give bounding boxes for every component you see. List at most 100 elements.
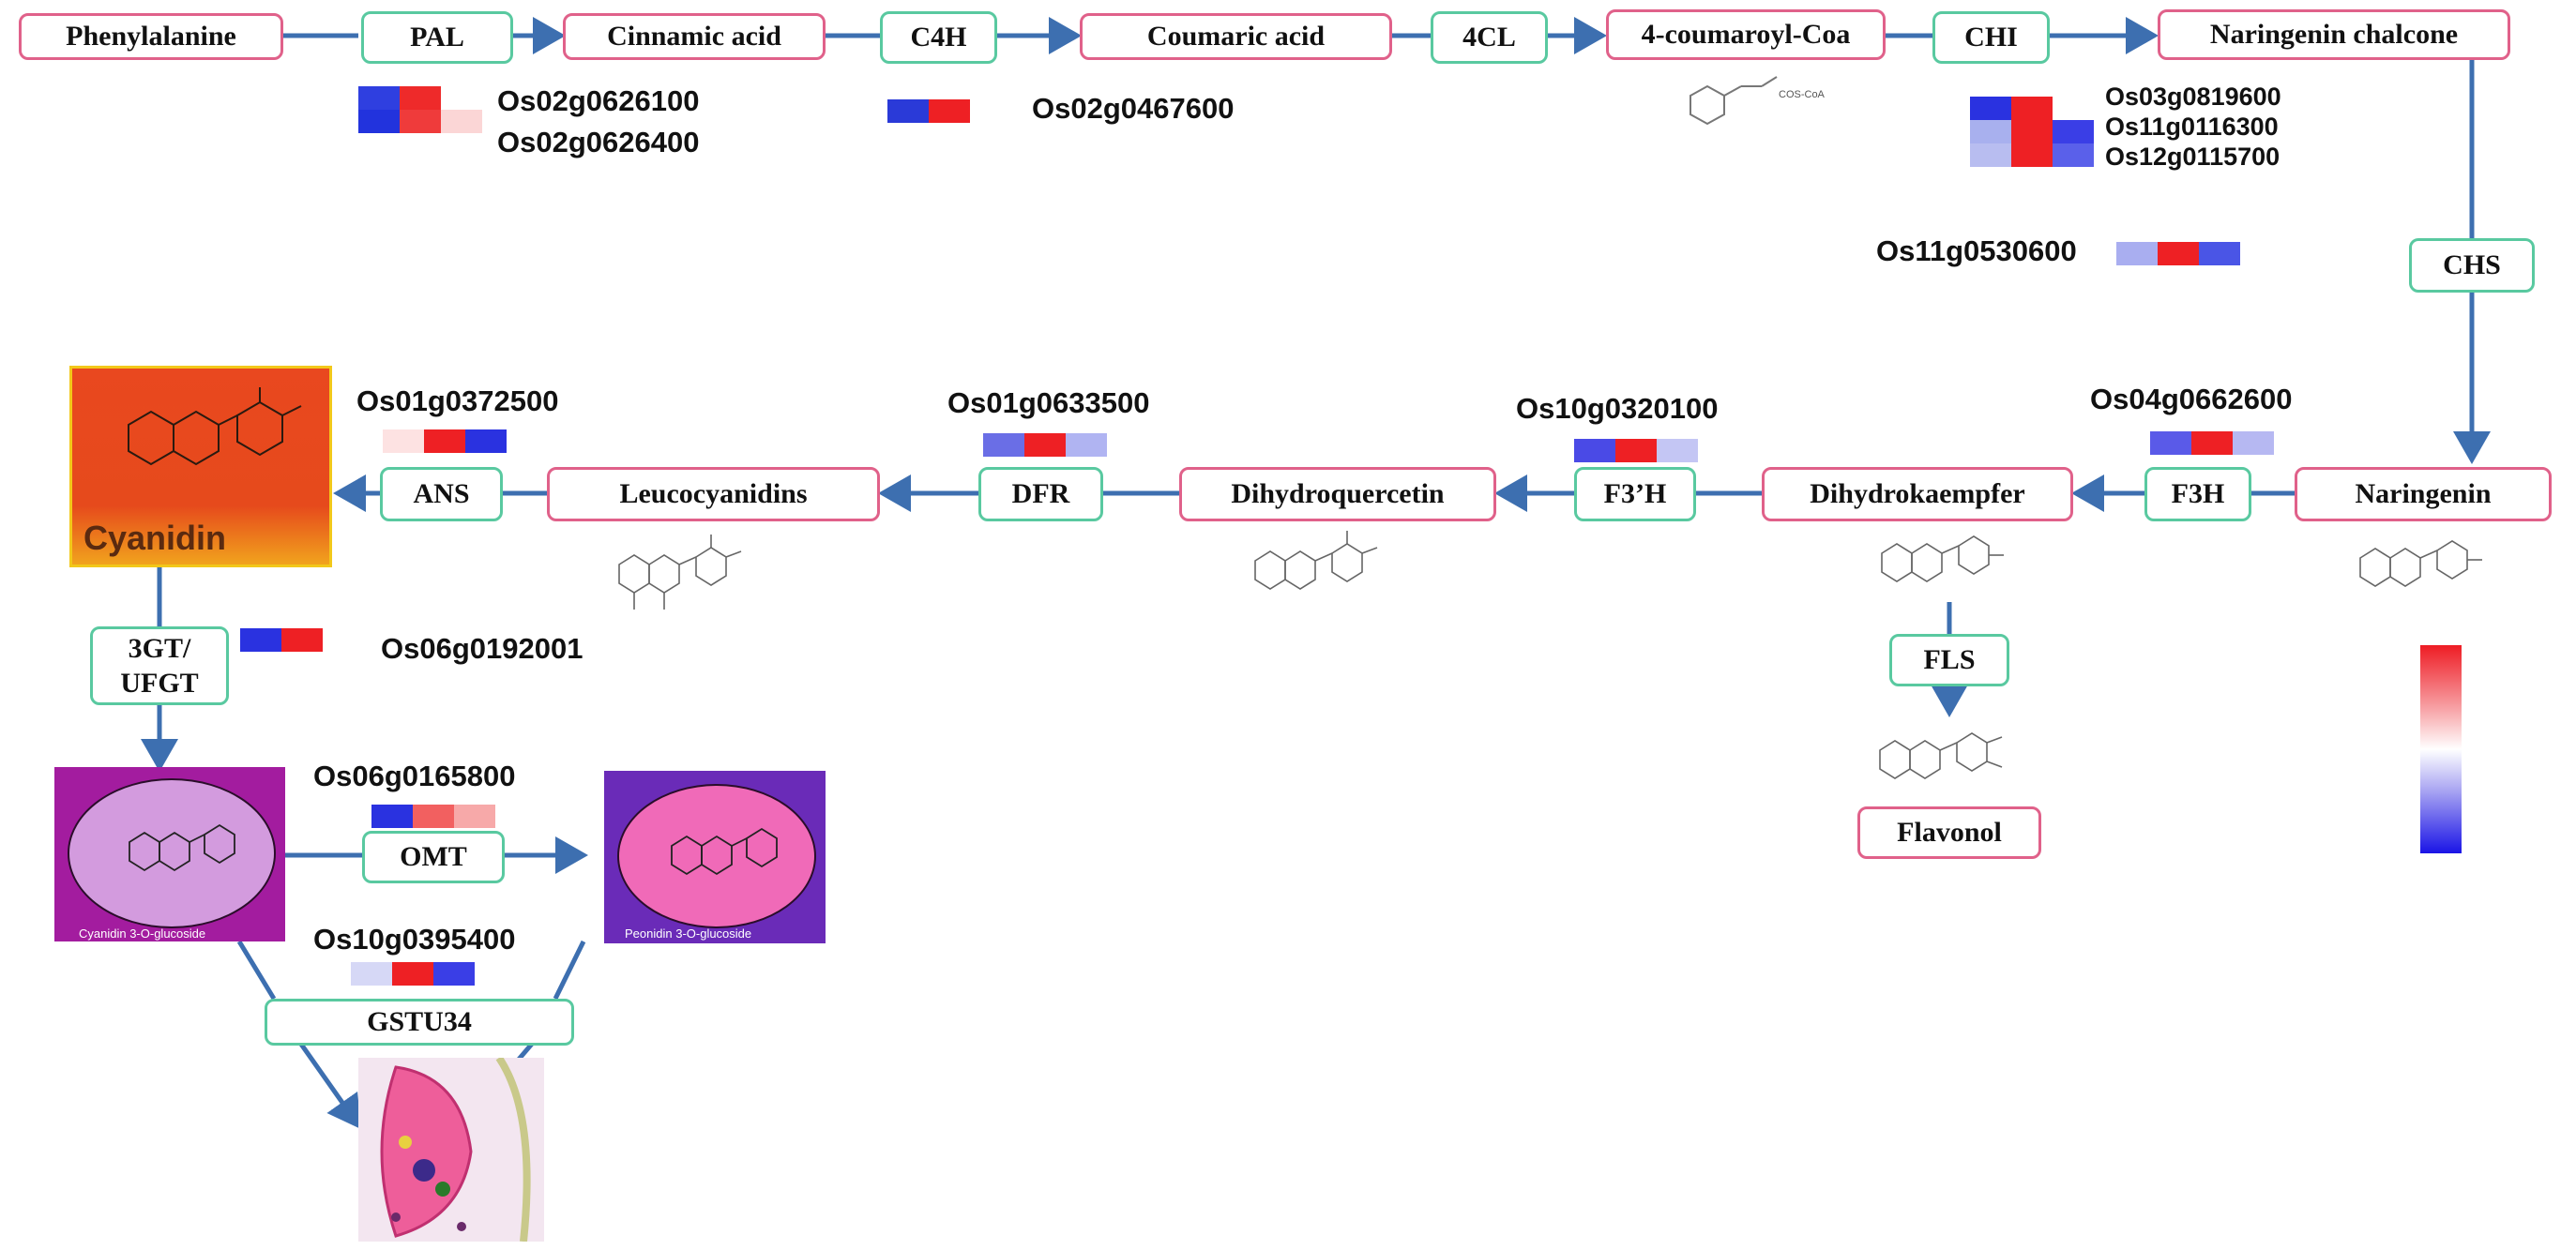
color-scale-bar bbox=[2420, 645, 2462, 853]
heatmap-cell bbox=[433, 962, 475, 986]
enzyme-4cl: 4CL bbox=[1431, 11, 1548, 64]
dihydroquercetin-structure bbox=[1254, 531, 1378, 590]
cyanidin-image: Cyanidin bbox=[69, 366, 332, 567]
heatmap-cell bbox=[424, 429, 465, 453]
vacuole-illustration bbox=[380, 1058, 531, 1242]
heatmap-cell bbox=[281, 628, 323, 652]
gene-label-gstu34: Os10g0395400 bbox=[313, 923, 516, 956]
cyanidin-3-o-glucoside-image: Cyanidin 3-O-glucoside bbox=[54, 767, 285, 941]
coumaroyl-coa-group-label: COS-CoA bbox=[1779, 89, 1826, 100]
vacuole-transport-image bbox=[358, 1058, 544, 1242]
gene-label-dfr: Os01g0633500 bbox=[947, 386, 1150, 419]
gene-label-ufgt: Os06g0192001 bbox=[381, 632, 583, 665]
heatmap-chi-2 bbox=[1970, 120, 2094, 143]
metabolite-leucocyanidins: Leucocyanidins bbox=[547, 467, 880, 521]
heatmap-cell bbox=[2150, 431, 2191, 455]
heatmap-cell bbox=[441, 110, 482, 133]
heatmap-cell bbox=[413, 805, 454, 828]
heatmap-cell bbox=[1970, 143, 2011, 167]
gene-label-ans: Os01g0372500 bbox=[356, 384, 559, 417]
heatmap-c4h bbox=[887, 99, 970, 123]
cyanidin-structure bbox=[128, 387, 302, 466]
peonidin-glucoside-vacuole bbox=[617, 784, 816, 928]
metabolite-flavonol: Flavonol bbox=[1857, 806, 2041, 859]
metabolite-coumaroyl-coa: 4-coumaroyl-Coa bbox=[1606, 9, 1886, 60]
peonidin-3-o-glucoside-image: Peonidin 3-O-glucoside bbox=[604, 771, 826, 943]
flavonol-structure bbox=[1879, 732, 2003, 779]
coumaroyl-coa-structure: COS-CoA bbox=[1690, 76, 1826, 126]
metabolite-naringenin-chalcone: Naringenin chalcone bbox=[2158, 9, 2510, 60]
heatmap-cell bbox=[2053, 120, 2094, 143]
heatmap-cell bbox=[454, 805, 495, 828]
heatmap-chs bbox=[2116, 242, 2240, 265]
enzyme-3gt-line: 3GT/ bbox=[128, 632, 191, 664]
enzyme-gstu34: GSTU34 bbox=[265, 999, 574, 1046]
heatmap-cell bbox=[1970, 120, 2011, 143]
metabolite-dihydrokaempfer: Dihydrokaempfer bbox=[1762, 467, 2073, 521]
heatmap-cell bbox=[929, 99, 970, 123]
heatmap-cell bbox=[2011, 143, 2053, 167]
arrow-gstu-vacuole-left bbox=[297, 1041, 361, 1130]
metabolite-dihydroquercetin: Dihydroquercetin bbox=[1179, 467, 1496, 521]
peonidin-glucoside-structure bbox=[671, 827, 778, 876]
heatmap-cell bbox=[2053, 97, 2094, 120]
heatmap-ufgt bbox=[240, 628, 323, 652]
heatmap-pal-2 bbox=[358, 110, 482, 133]
enzyme-chi: CHI bbox=[1932, 11, 2050, 64]
gene-label-pal-1: Os02g0626100 bbox=[497, 84, 700, 117]
heatmap-cell bbox=[887, 99, 929, 123]
gene-label-f3h: Os04g0662600 bbox=[2090, 383, 2293, 415]
gene-label-chi-2: Os11g0116300 bbox=[2105, 113, 2279, 141]
cyanidin-glucoside-vacuole bbox=[68, 778, 276, 928]
enzyme-3gt-ufgt: 3GT/ UFGT bbox=[90, 626, 229, 705]
heatmap-cell bbox=[1024, 433, 1066, 457]
heatmap-cell bbox=[1657, 439, 1698, 462]
enzyme-dfr: DFR bbox=[978, 467, 1103, 521]
gene-label-c4h: Os02g0467600 bbox=[1032, 92, 1235, 125]
heatmap-gstu34 bbox=[351, 962, 475, 986]
heatmap-cell bbox=[371, 805, 413, 828]
heatmap-cell bbox=[358, 110, 400, 133]
arrow-peonidin-glc-gstu bbox=[553, 940, 586, 1001]
gene-label-f3prime-h: Os10g0320100 bbox=[1516, 392, 1719, 425]
arrow-cyanidin-glc-gstu bbox=[236, 940, 277, 1001]
heatmap-chi-1 bbox=[1970, 97, 2094, 120]
heatmap-cell bbox=[240, 628, 281, 652]
gene-label-chi-1: Os03g0819600 bbox=[2105, 83, 2281, 111]
heatmap-cell bbox=[1970, 97, 2011, 120]
enzyme-ans: ANS bbox=[380, 467, 503, 521]
metabolite-cinnamic-acid: Cinnamic acid bbox=[563, 13, 826, 60]
enzyme-ufgt-line: UFGT bbox=[120, 668, 199, 699]
heatmap-f3prime-h bbox=[1574, 439, 1698, 462]
heatmap-cell bbox=[351, 962, 392, 986]
heatmap-cell bbox=[441, 86, 482, 110]
heatmap-cell bbox=[2191, 431, 2233, 455]
heatmap-cell bbox=[2199, 242, 2240, 265]
heatmap-omt bbox=[371, 805, 495, 828]
peonidin-glucoside-label: Peonidin 3-O-glucoside bbox=[625, 926, 752, 941]
heatmap-cell bbox=[1615, 439, 1657, 462]
heatmap-ans bbox=[383, 429, 507, 453]
enzyme-f3prime-h: F3’H bbox=[1574, 467, 1696, 521]
metabolite-naringenin: Naringenin bbox=[2295, 467, 2552, 521]
heatmap-cell bbox=[358, 86, 400, 110]
heatmap-cell bbox=[1066, 433, 1107, 457]
heatmap-cell bbox=[2116, 242, 2158, 265]
heatmap-cell bbox=[383, 429, 424, 453]
heatmap-cell bbox=[2158, 242, 2199, 265]
heatmap-chi-3 bbox=[1970, 143, 2094, 167]
heatmap-cell bbox=[392, 962, 433, 986]
gene-label-chs: Os11g0530600 bbox=[1876, 234, 2077, 267]
gene-label-chi-3: Os12g0115700 bbox=[2105, 143, 2281, 171]
dihydrokaempfer-structure bbox=[1881, 535, 2004, 582]
heatmap-f3h bbox=[2150, 431, 2274, 455]
heatmap-cell bbox=[2233, 431, 2274, 455]
heatmap-dfr bbox=[983, 433, 1107, 457]
enzyme-chs: CHS bbox=[2409, 238, 2535, 293]
heatmap-cell bbox=[2011, 120, 2053, 143]
heatmap-cell bbox=[983, 433, 1024, 457]
gene-label-omt: Os06g0165800 bbox=[313, 760, 516, 792]
heatmap-cell bbox=[2011, 97, 2053, 120]
cyanidin-glucoside-label: Cyanidin 3-O-glucoside bbox=[79, 926, 206, 941]
